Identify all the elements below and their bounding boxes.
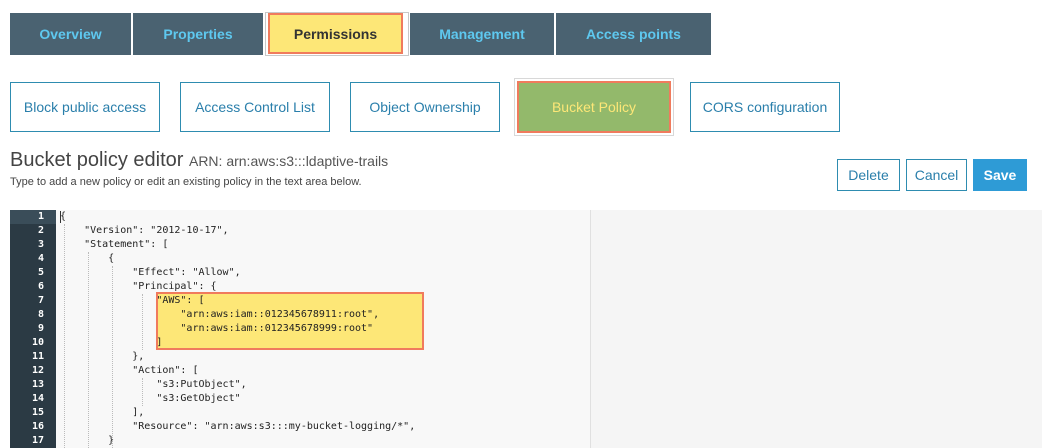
line-number: 16 [31,421,44,432]
subtab-cors-configuration[interactable]: CORS configuration [690,82,840,132]
code-line: "s3:PutObject", [60,379,247,390]
print-margin [590,210,591,448]
code-line: "Action": [ [60,365,199,376]
indent-guide [64,224,65,448]
code-line: "arn:aws:iam::012345678911:root", [60,309,380,320]
line-number: 4 [37,253,44,264]
line-number: 6 [37,281,44,292]
line-number: 17 [31,435,44,446]
code-line: ], [60,407,145,418]
indent-guide [88,252,89,448]
code-line: }, [60,351,145,362]
line-number: 10 [31,337,44,348]
tab-access-points[interactable]: Access points [556,13,711,55]
principal-aws-highlight [156,292,424,350]
editor-title-text: Bucket policy editor [10,149,184,171]
tab-permissions[interactable]: Permissions [268,13,403,54]
tab-overview[interactable]: Overview [10,13,131,55]
code-line: { [60,211,67,222]
subtab-object-ownership[interactable]: Object Ownership [350,82,500,132]
save-button[interactable]: Save [973,159,1027,191]
line-number: 8 [37,309,44,320]
code-line: ] [60,337,163,348]
subtab-block-public-access[interactable]: Block public access [10,82,160,132]
tab-properties[interactable]: Properties [133,13,263,55]
line-number: 5 [37,267,44,278]
text-cursor [60,211,61,223]
indent-guide [142,378,143,406]
line-number: 11 [31,351,44,362]
policy-editor[interactable]: 1 2 3 4 5 6 7 8 9 10 11 12 13 14 15 16 1… [10,210,1042,448]
line-number: 13 [31,379,44,390]
editor-title: Bucket policy editor ARN: arn:aws:s3:::l… [10,149,388,172]
code-line: "Version": "2012-10-17", [60,225,229,236]
tab-management[interactable]: Management [410,13,554,55]
line-number: 9 [37,323,44,334]
indent-guide [112,266,113,448]
code-line: } [60,435,115,446]
line-number: 7 [37,295,44,306]
editor-hint: Type to add a new policy or edit an exis… [10,176,362,188]
line-number: 1 [10,210,56,224]
delete-button[interactable]: Delete [837,159,900,191]
line-number: 2 [37,225,44,236]
code-line: "AWS": [ [60,295,205,306]
line-number: 15 [31,407,44,418]
subtab-access-control-list[interactable]: Access Control List [180,82,330,132]
code-line: "Effect": "Allow", [60,267,241,278]
top-tab-bar: Overview Properties Permissions Manageme… [0,0,1042,56]
subtab-bucket-policy[interactable]: Bucket Policy [517,81,671,133]
line-number: 12 [31,365,44,376]
line-number: 3 [37,239,44,250]
indent-guide [142,294,143,350]
code-line: "s3:GetObject" [60,393,241,404]
code-line: "Statement": [ [60,239,169,250]
code-line: "arn:aws:iam::012345678999:root" [60,323,374,334]
cancel-button[interactable]: Cancel [906,159,967,191]
code-line: "Principal": { [60,281,217,292]
line-number: 14 [31,393,44,404]
bucket-arn: ARN: arn:aws:s3:::ldaptive-trails [188,153,389,169]
code-line: { [60,253,115,264]
line-number-gutter [10,210,56,448]
code-line: "Resource": "arn:aws:s3:::my-bucket-logg… [60,421,416,432]
